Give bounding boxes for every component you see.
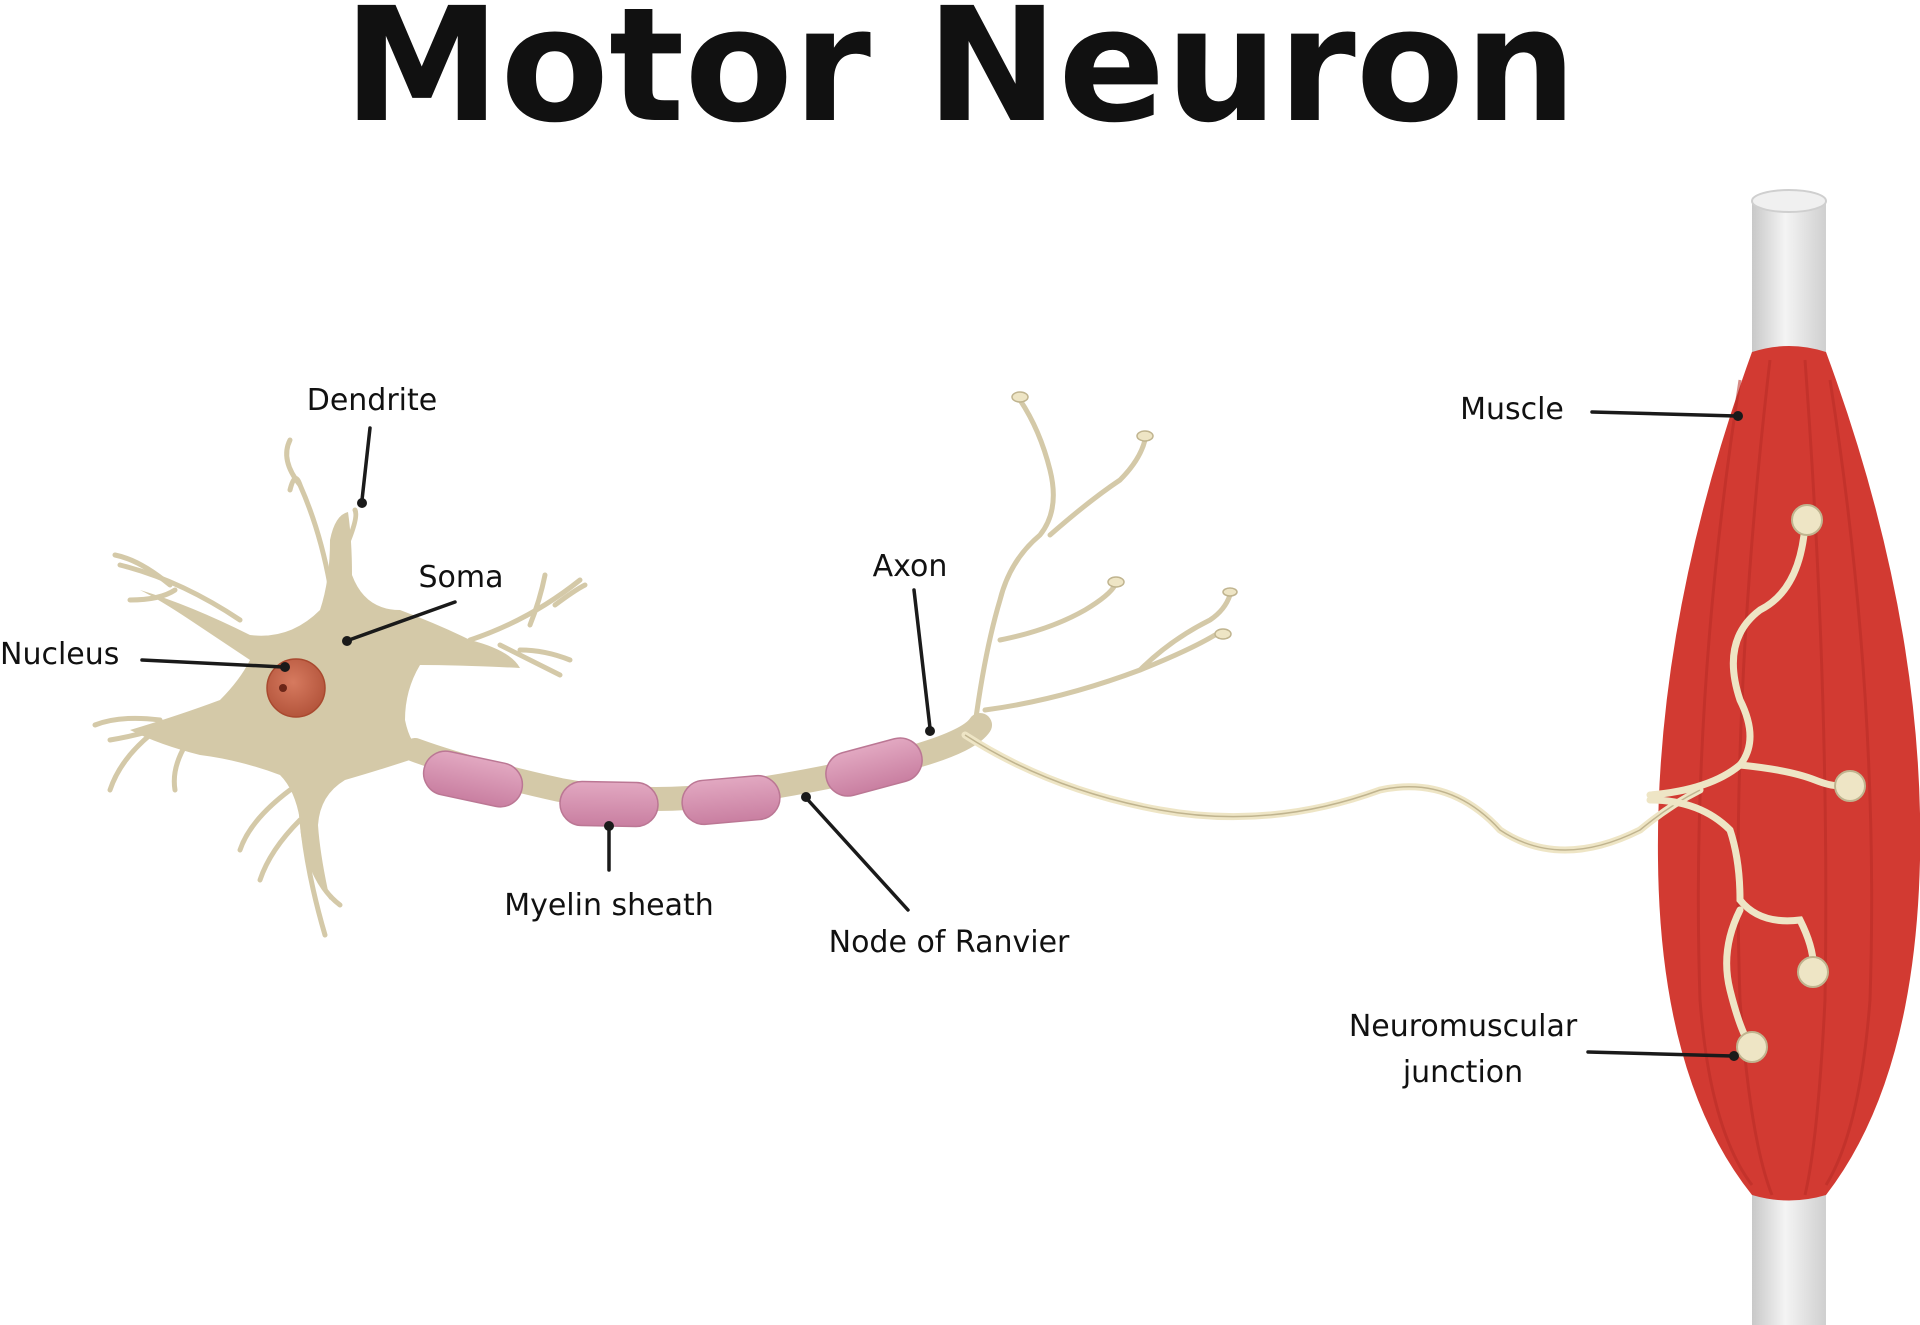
axon-branch-tips bbox=[1011, 391, 1238, 640]
soma-body bbox=[130, 512, 520, 900]
label-nucleus: Nucleus bbox=[0, 637, 290, 672]
muscle-terminal-branches bbox=[1646, 521, 1849, 1049]
label-myelin-sheath: Myelin sheath bbox=[504, 821, 714, 923]
label-axon-text: Axon bbox=[873, 549, 948, 584]
label-axon: Axon bbox=[873, 549, 948, 736]
myelin-sheaths bbox=[422, 737, 923, 828]
myelin-segment-1 bbox=[422, 750, 524, 808]
tendon-top-cap bbox=[1751, 189, 1827, 213]
axon-to-muscle bbox=[961, 731, 1704, 854]
label-muscle: Muscle bbox=[1460, 392, 1743, 427]
label-muscle-text: Muscle bbox=[1460, 392, 1564, 427]
label-nucleus-text: Nucleus bbox=[0, 637, 119, 672]
label-myelin-sheath-text: Myelin sheath bbox=[504, 888, 714, 923]
diagram-title: Motor Neuron bbox=[343, 0, 1577, 158]
label-nmj-line1: Neuromuscular bbox=[1349, 1009, 1578, 1044]
label-node-of-ranvier: Node of Ranvier bbox=[801, 792, 1070, 960]
myelin-segment-4 bbox=[825, 737, 923, 797]
label-soma-text: Soma bbox=[418, 560, 503, 595]
tendon-top bbox=[1752, 200, 1826, 360]
label-node-of-ranvier-text: Node of Ranvier bbox=[829, 925, 1070, 960]
axon-branches bbox=[972, 397, 1233, 728]
label-soma: Soma bbox=[342, 560, 504, 646]
nucleus bbox=[266, 658, 326, 718]
neuron bbox=[92, 391, 1866, 1063]
label-nmj-line2: junction bbox=[1402, 1055, 1523, 1090]
nucleolus bbox=[279, 684, 287, 692]
tendon-bottom bbox=[1752, 1180, 1826, 1325]
myelin-segment-3 bbox=[681, 774, 781, 826]
label-neuromuscular-junction: Neuromuscular junction bbox=[1349, 1009, 1739, 1090]
label-dendrite: Dendrite bbox=[307, 383, 438, 508]
neuromuscular-junctions bbox=[1736, 504, 1866, 1063]
muscle bbox=[1657, 189, 1920, 1325]
myelin-segment-2 bbox=[559, 780, 659, 828]
label-dendrite-text: Dendrite bbox=[307, 383, 438, 418]
